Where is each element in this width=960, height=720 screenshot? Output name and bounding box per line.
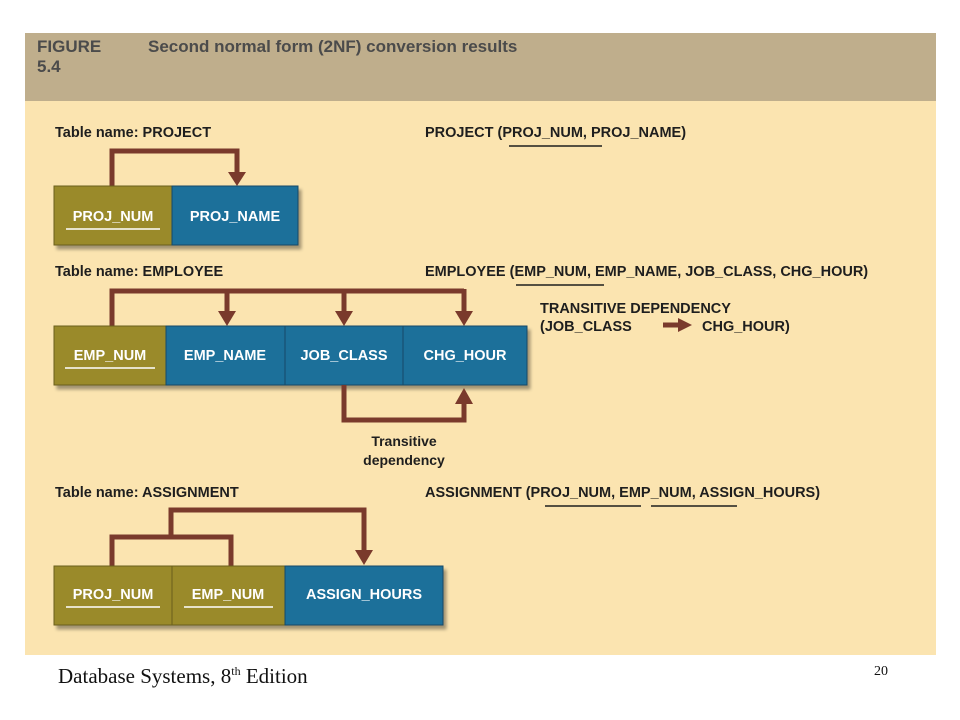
- project-key-cell: [53, 185, 173, 246]
- transitive-note-line2: dependency: [363, 452, 445, 468]
- book-title: Database Systems, 8th Edition: [58, 664, 308, 688]
- assignment-col-emp-num: EMP_NUM: [192, 587, 265, 603]
- employee-col-job-class: JOB_CLASS: [300, 348, 387, 364]
- page-number: 20: [874, 664, 888, 679]
- transitive-dependency-to: CHG_HOUR): [702, 319, 790, 335]
- employee-col-emp-name: EMP_NAME: [184, 348, 267, 364]
- figure-number: 5.4: [37, 57, 61, 76]
- project-dependency-arrow: [109, 148, 246, 186]
- assignment-table-label: Table name: ASSIGNMENT: [55, 485, 239, 501]
- project-col-proj-name: PROJ_NAME: [190, 209, 281, 225]
- figure-label-word: FIGURE: [37, 37, 102, 56]
- assignment-emp-num-cell: [171, 565, 286, 626]
- transitive-dependency-arrow: [341, 385, 473, 423]
- employee-col-chg-hour: CHG_HOUR: [424, 348, 508, 364]
- transitive-note-line1: Transitive: [371, 433, 437, 449]
- transitive-dependency-inline-arrow: [663, 318, 692, 332]
- employee-table: [53, 325, 528, 386]
- assignment-table: [53, 565, 444, 626]
- employee-col-emp-num: EMP_NUM: [74, 348, 147, 364]
- assignment-hours-cell: [284, 565, 444, 626]
- transitive-dependency-from: (JOB_CLASS: [540, 319, 632, 335]
- figure-header: FIGURE 5.4 Second normal form (2NF) conv…: [25, 33, 936, 101]
- employee-dependency-arrows: [109, 288, 473, 326]
- figure-title: Second normal form (2NF) conversion resu…: [148, 37, 518, 56]
- employee-chg-hour-cell: [402, 325, 528, 386]
- assignment-dependency-arrows: [109, 507, 373, 566]
- project-attr-cell: [171, 185, 299, 246]
- transitive-dependency-title: TRANSITIVE DEPENDENCY: [540, 301, 731, 317]
- employee-schema: EMPLOYEE (EMP_NUM, EMP_NAME, JOB_CLASS, …: [425, 264, 868, 280]
- project-table: [53, 185, 299, 246]
- employee-key-cell: [53, 325, 167, 386]
- project-col-proj-num: PROJ_NUM: [73, 209, 154, 225]
- assignment-col-proj-num: PROJ_NUM: [73, 587, 154, 603]
- figure-label: FIGURE 5.4: [37, 37, 101, 77]
- project-table-label: Table name: PROJECT: [55, 125, 211, 141]
- project-schema: PROJECT (PROJ_NUM, PROJ_NAME): [425, 125, 686, 141]
- assignment-col-assign-hours: ASSIGN_HOURS: [306, 587, 422, 603]
- employee-table-label: Table name: EMPLOYEE: [55, 264, 223, 280]
- assignment-schema: ASSIGNMENT (PROJ_NUM, EMP_NUM, ASSIGN_HO…: [425, 485, 820, 501]
